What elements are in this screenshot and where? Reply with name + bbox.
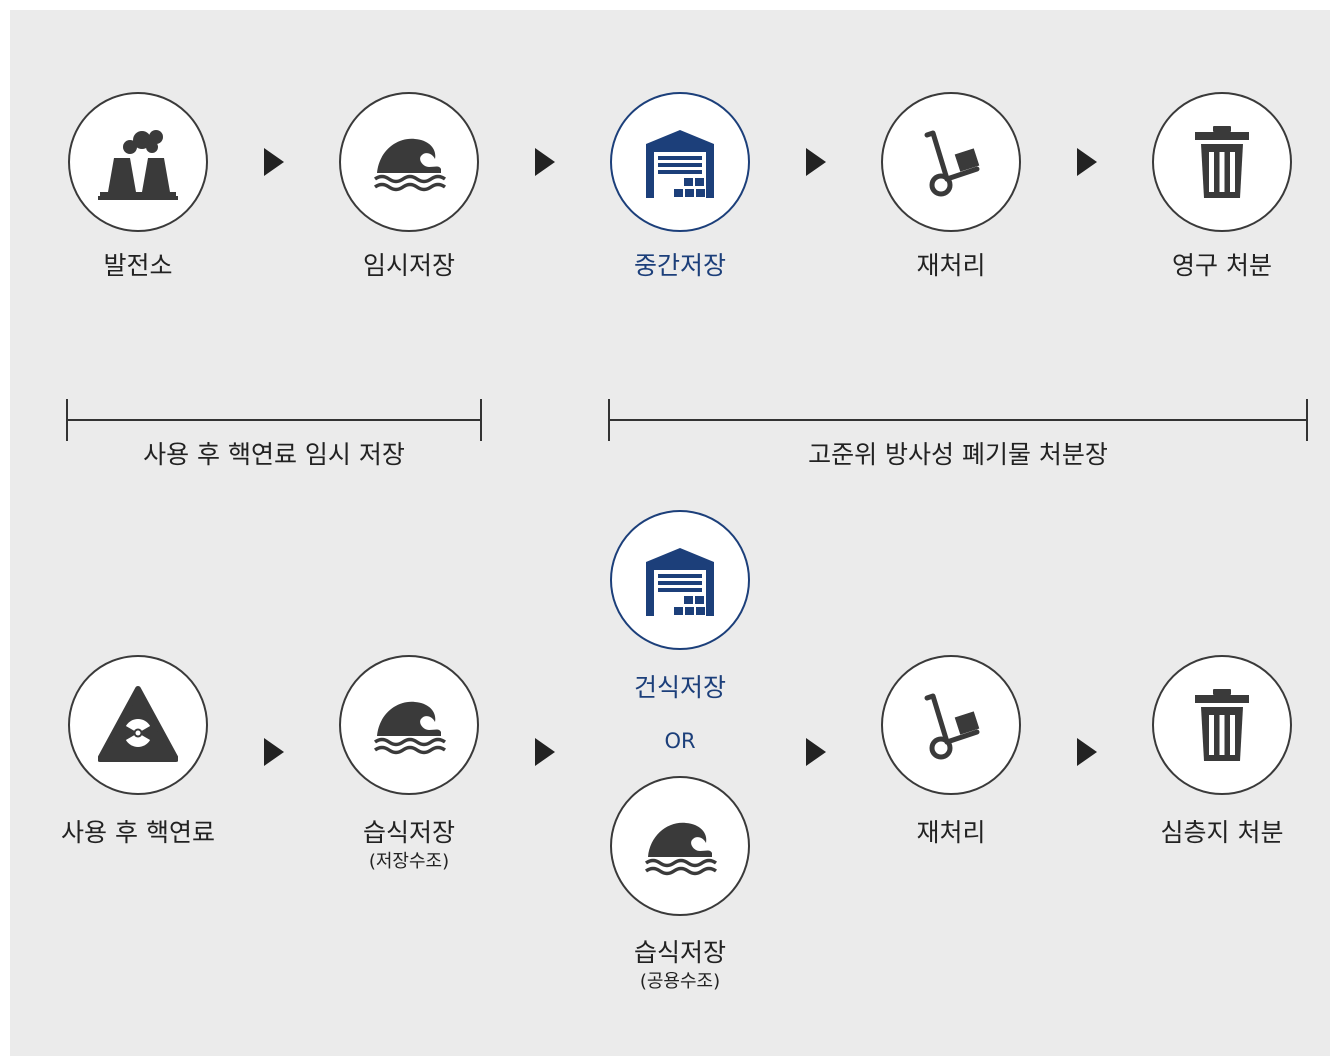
power-plant-node	[68, 92, 208, 232]
radiation-icon	[98, 685, 178, 765]
flow-arrow	[264, 148, 284, 176]
spent-fuel-node	[68, 655, 208, 795]
power-plant-icon	[98, 130, 178, 200]
deep-disposal-node	[1152, 655, 1292, 795]
step-label-reprocessing-bottom: 재처리	[916, 818, 986, 847]
flow-arrow	[264, 738, 284, 766]
step-sublabel-storage-pool: (저장수조)	[368, 851, 450, 872]
flow-arrow	[1077, 738, 1097, 766]
step-label-spent-fuel: 사용 후 핵연료	[61, 818, 215, 847]
reprocessing-node	[881, 92, 1021, 232]
step-label-interim-storage: 중간저장	[633, 251, 726, 280]
warehouse-icon	[646, 548, 714, 616]
step-label-reprocessing: 재처리	[916, 251, 986, 280]
step-label-dry-storage: 건식저장	[633, 673, 726, 702]
step-label-power-plant: 발전소	[103, 251, 173, 280]
range-label-temporary: 사용 후 핵연료 임시 저장	[143, 440, 405, 469]
range-bracket-left	[66, 399, 482, 441]
dry-storage-node	[610, 510, 750, 650]
temporary-storage-node	[339, 92, 479, 232]
step-label-permanent-disposal: 영구 처분	[1172, 251, 1272, 280]
wave-icon	[373, 700, 447, 755]
flow-arrow	[806, 738, 826, 766]
range-bracket-right	[608, 399, 1308, 441]
permanent-disposal-node	[1152, 92, 1292, 232]
wave-icon	[373, 137, 447, 192]
step-label-temporary-storage: 임시저장	[362, 251, 455, 280]
hand-truck-icon	[911, 690, 991, 760]
wet-storage-pool-node	[339, 655, 479, 795]
step-label-wet-storage-shared: 습식저장	[633, 938, 726, 967]
step-sublabel-shared-pool: (공용수조)	[639, 971, 721, 992]
flow-arrow	[806, 148, 826, 176]
range-label-disposal: 고준위 방사성 폐기물 처분장	[808, 440, 1108, 469]
flow-arrow	[535, 148, 555, 176]
flow-arrow	[1077, 148, 1097, 176]
reprocessing-node-bottom	[881, 655, 1021, 795]
step-label-wet-storage: 습식저장	[362, 818, 455, 847]
or-separator: OR	[664, 729, 696, 753]
trash-can-icon	[1195, 126, 1249, 198]
trash-can-icon	[1195, 689, 1249, 761]
flow-arrow	[535, 738, 555, 766]
hand-truck-icon	[911, 127, 991, 197]
wave-icon	[644, 821, 718, 876]
interim-storage-node	[610, 92, 750, 232]
wet-storage-shared-node	[610, 776, 750, 916]
warehouse-icon	[646, 130, 714, 198]
step-label-deep-disposal: 심층지 처분	[1160, 818, 1284, 847]
